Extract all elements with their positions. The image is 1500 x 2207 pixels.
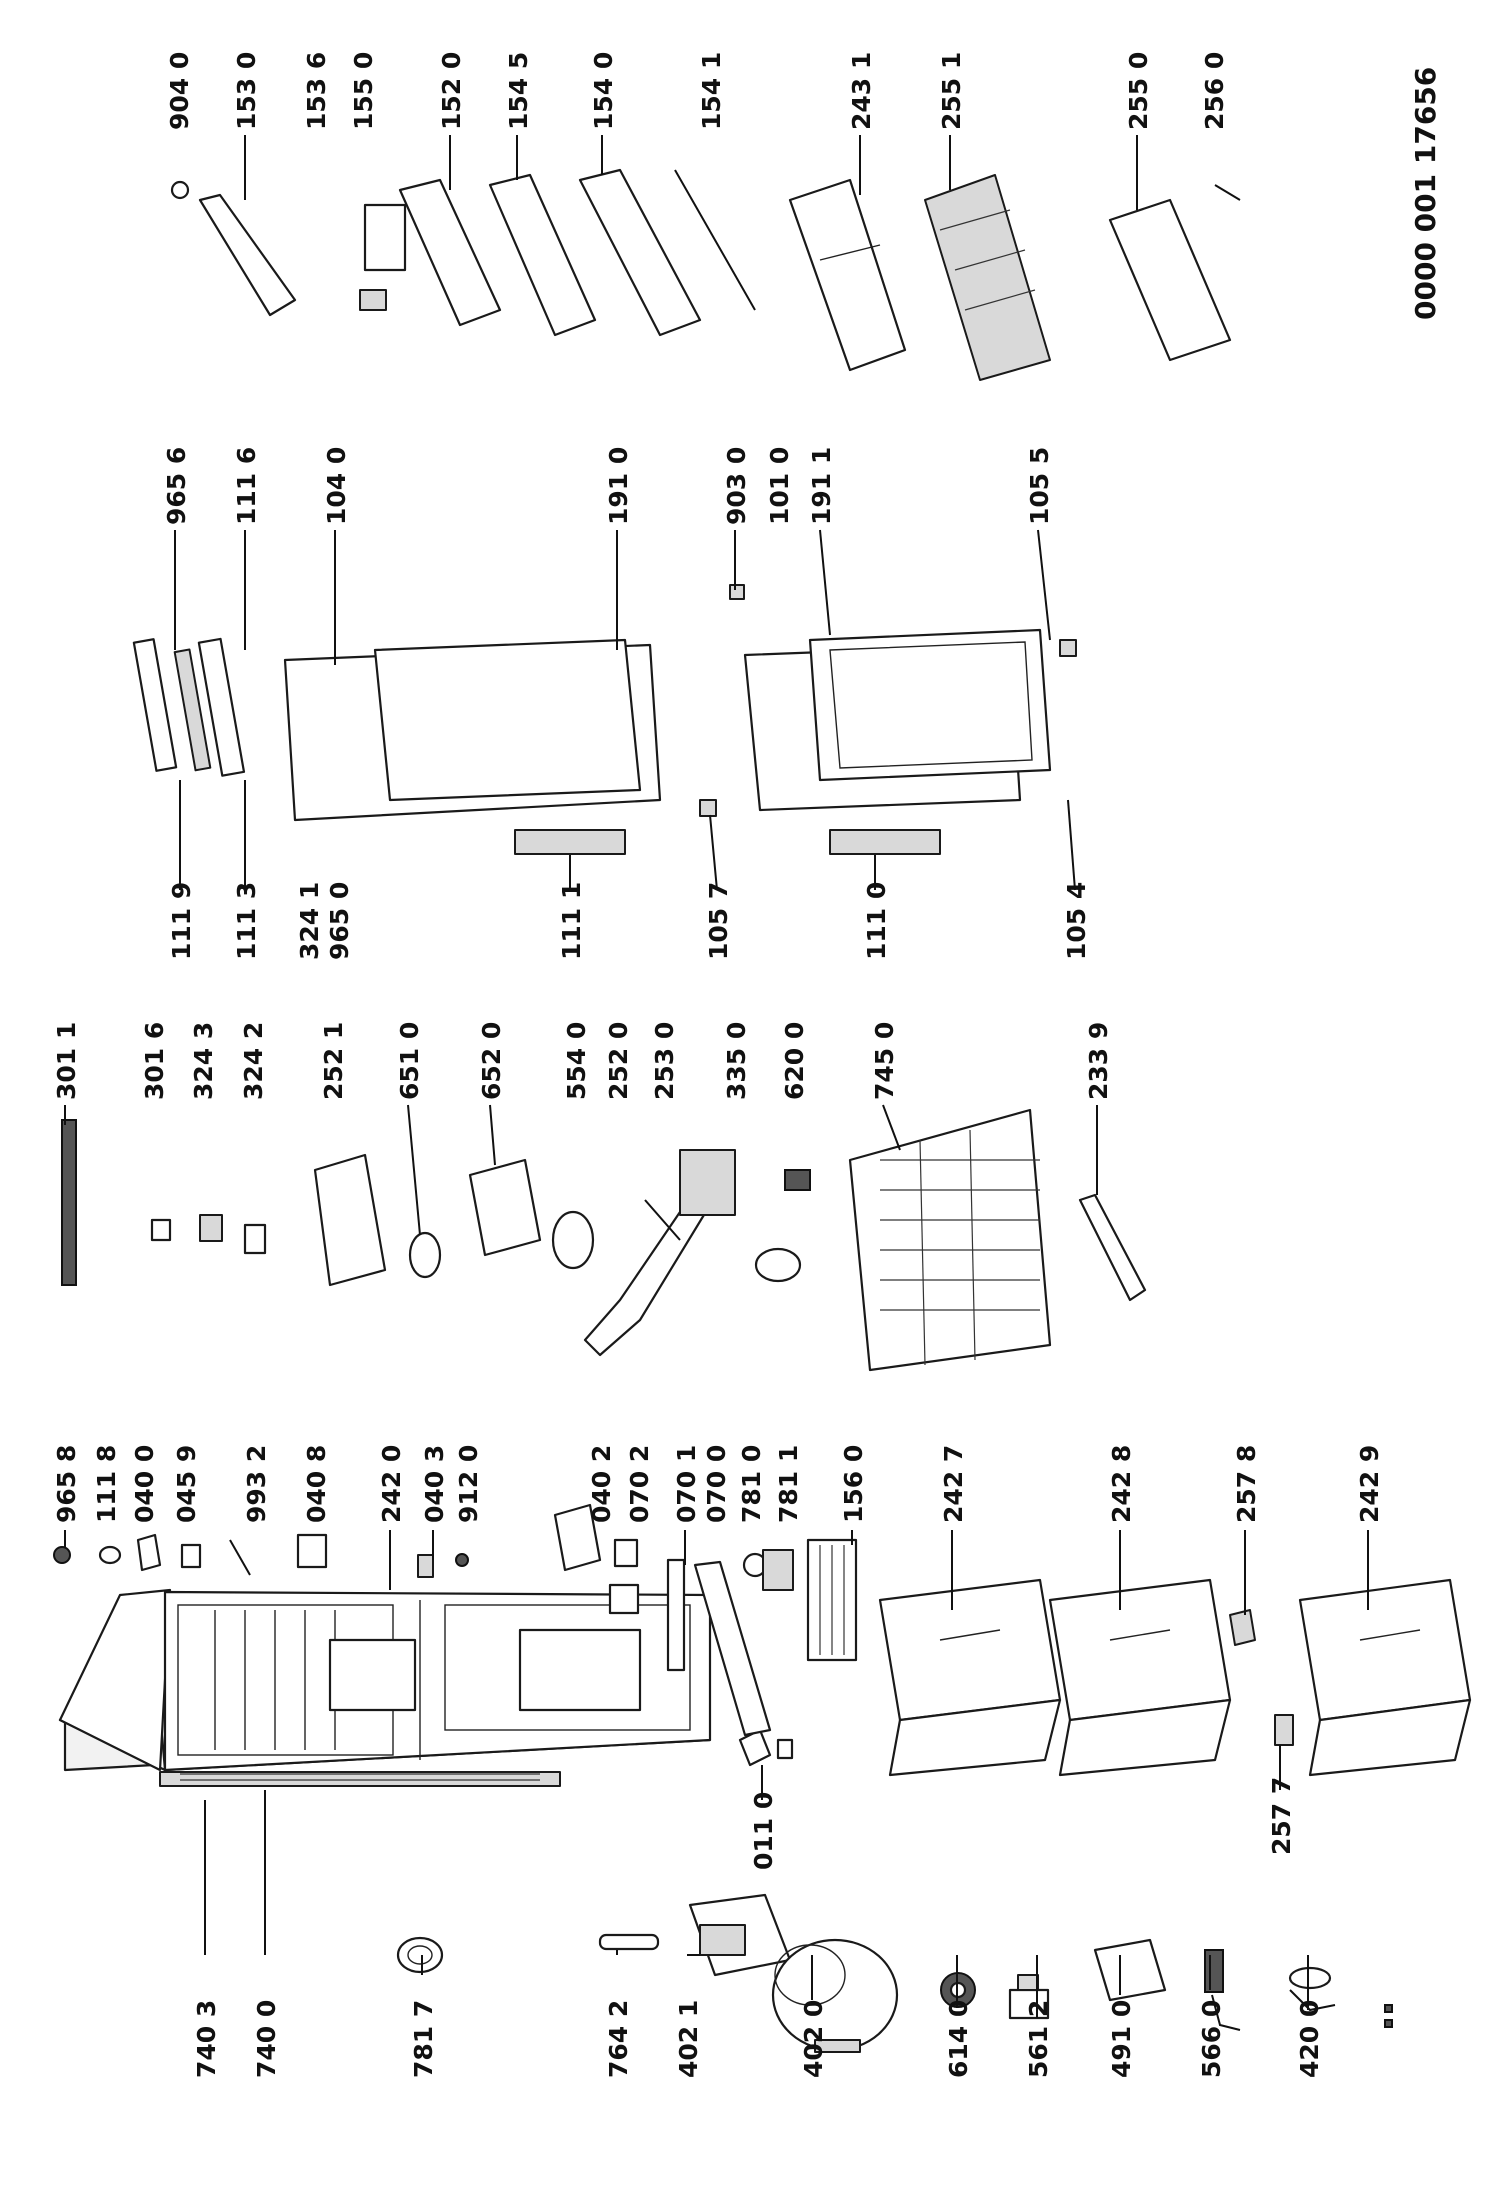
freezer-shelf-745-0 [848,1108,1052,1372]
part-number-label: 335 0 [722,1022,751,1100]
part-number-label: 301 6 [140,1022,169,1100]
part-number-label: 242 8 [1107,1445,1136,1523]
part-number-label: 153 0 [232,52,261,130]
part-number-label: 561 2 [1024,2000,1053,2078]
part-number-label: 040 3 [420,1445,449,1523]
part-number-label: 040 2 [587,1445,616,1523]
part-number-label: 965 0 [325,882,354,960]
part-number-label: 111 1 [557,882,586,960]
part-number-label: 764 2 [604,2000,633,2078]
part-number-label: 257 8 [1232,1445,1261,1523]
part-number-label: 745 0 [870,1022,899,1100]
part-number-label: 156 0 [839,1445,868,1523]
part-number-label: 554 0 [562,1022,591,1100]
part-number-label: 620 0 [780,1022,809,1100]
part-number-label: 256 0 [1200,52,1229,130]
part-number-label: 965 6 [162,447,191,525]
part-number-label: 070 0 [702,1445,731,1523]
small-parts-column [53,1503,1256,1737]
part-number-label: 111 3 [232,882,261,960]
part-number-label: 402 0 [799,2000,828,2078]
part-number-label: 993 2 [242,1445,271,1523]
door-lower-assembly [699,584,1077,855]
part-number-label: 191 0 [604,447,633,525]
part-number-label: 912 0 [454,1445,483,1523]
part-number-label: 255 0 [1124,52,1153,130]
part-number-label: 242 7 [939,1445,968,1523]
part-number-label: 011 0 [749,1792,778,1870]
part-number-label: 740 0 [252,2000,281,2078]
door-shelves [170,168,1241,381]
part-number-label: 324 1 [295,882,324,960]
part-number-label: 965 8 [52,1445,81,1523]
part-number-label: 105 4 [1062,882,1091,960]
part-number-label: 255 1 [937,52,966,130]
part-number-label: 242 0 [377,1445,406,1523]
part-number-label: 402 1 [674,2000,703,2078]
document-number: 0000 001 17656 [1409,67,1442,320]
part-number-label: 101 0 [765,447,794,525]
door-upper-assembly [132,637,662,855]
part-number-label: 740 3 [192,2000,221,2078]
part-number-label: 045 9 [172,1445,201,1523]
part-number-label: 781 0 [737,1445,766,1523]
part-number-label: 111 0 [862,882,891,960]
part-number-label: 252 1 [319,1022,348,1100]
part-number-label: 781 7 [409,2000,438,2078]
part-number-label: 324 2 [239,1022,268,1100]
part-number-label: 903 0 [722,447,751,525]
part-number-label: 153 6 [302,52,331,130]
part-number-label: 105 7 [704,882,733,960]
part-number-label: 904 0 [165,52,194,130]
part-number-label: 070 1 [672,1445,701,1523]
part-labels: 740 3 740 0 781 7 764 2 402 1 402 0 614 … [52,52,1442,2078]
part-number-label: 242 9 [1355,1445,1384,1523]
ice-tray-156 [806,1538,858,1662]
part-number-label: 233 9 [1084,1022,1113,1100]
drawer-242-8 [1048,1578,1232,1777]
part-number-label: 301 1 [52,1022,81,1100]
part-number-label: 651 0 [395,1022,424,1100]
part-number-label: 257 7 [1267,1777,1296,1855]
part-number-label: 152 0 [437,52,466,130]
drawer-242-7 [878,1578,1062,1777]
part-number-label: 040 8 [302,1445,331,1523]
part-number-label: 491 0 [1107,2000,1136,2078]
part-number-label: 652 0 [477,1022,506,1100]
part-number-label: 614 0 [944,2000,973,2078]
part-number-label: 781 1 [774,1445,803,1523]
part-number-label: 253 0 [650,1022,679,1100]
part-number-label: 154 0 [589,52,618,130]
part-number-label: 252 0 [604,1022,633,1100]
part-number-label: 040 0 [130,1445,159,1523]
part-number-label: 154 5 [504,52,533,130]
part-number-label: 111 9 [167,882,196,960]
part-number-label: 070 2 [625,1445,654,1523]
part-number-label: 243 1 [847,52,876,130]
leader-lines [64,135,1369,2018]
part-number-label: 154 1 [697,52,726,130]
controls-group [61,1119,811,1357]
part-number-label: 191 1 [807,447,836,525]
part-number-label: 566 0 [1197,2000,1226,2078]
part-number-label: 324 3 [189,1022,218,1100]
cabinet-body [58,1583,712,1787]
part-number-label: 111 8 [92,1445,121,1523]
bottle-rack-233-9 [1078,1193,1147,1302]
part-number-label: 111 6 [232,447,261,525]
part-number-label: 420 0 [1295,2000,1324,2078]
part-number-label: 105 5 [1025,447,1054,525]
drawer-242-9 [1298,1578,1472,1777]
part-number-label: 155 0 [349,52,378,130]
part-number-label: 104 0 [322,447,351,525]
